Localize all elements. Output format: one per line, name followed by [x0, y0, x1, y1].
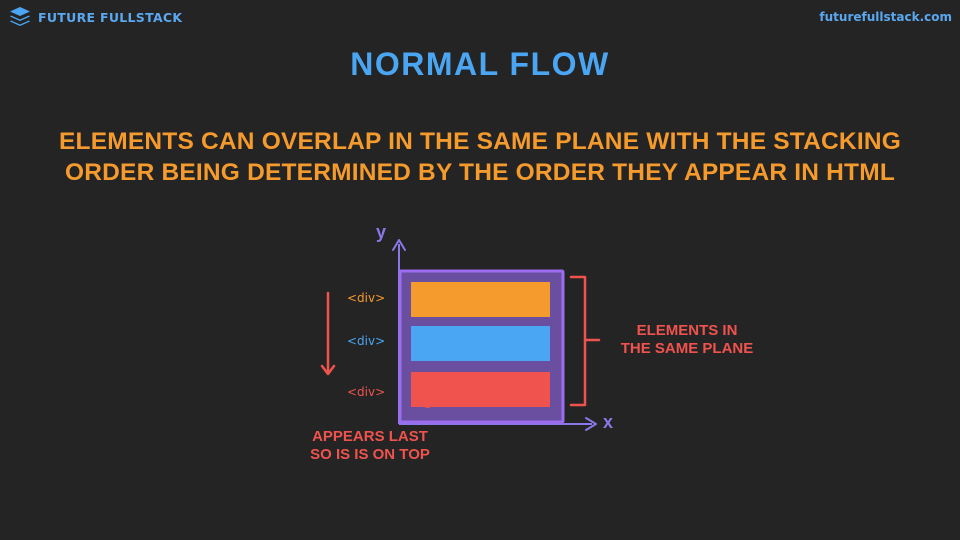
site-url[interactable]: futurefullstack.com [819, 10, 952, 24]
blue-div-box [411, 326, 550, 361]
subtitle-line-1: ELEMENTS CAN OVERLAP IN THE SAME PLANE W… [59, 128, 901, 155]
plane-note-line-1: ELEMENTS IN [636, 322, 738, 339]
order-arrow [320, 291, 336, 376]
x-axis [399, 417, 597, 431]
brand-name: FUTURE FULLSTACK [38, 9, 183, 25]
subtitle-line-2: ORDER BEING DETERMINED BY THE ORDER THEY… [64, 159, 895, 186]
brand[interactable]: FUTURE FULLSTACK [8, 6, 182, 28]
last-note: APPEARS LAST SO IS IS ON TOP [300, 428, 440, 464]
orange-div-box [411, 282, 550, 317]
plane-note: ELEMENTS IN THE SAME PLANE [607, 322, 767, 358]
slide-subtitle: ELEMENTS CAN OVERLAP IN THE SAME PLANE W… [40, 126, 920, 188]
last-note-line-2: SO IS IS ON TOP [310, 446, 430, 463]
x-axis-label: x [603, 412, 614, 432]
div-tag-orange: <div> [347, 291, 386, 305]
last-note-pointer [422, 401, 433, 408]
red-div-box [411, 372, 550, 407]
last-note-line-1: APPEARS LAST [312, 428, 428, 445]
y-axis-label: y [376, 222, 387, 242]
plane-bracket [569, 275, 587, 407]
div-tag-blue: <div> [347, 334, 386, 348]
plane-note-line-2: THE SAME PLANE [620, 340, 754, 357]
div-tag-red: <div> [347, 385, 386, 399]
slide-title: NORMAL FLOW [350, 46, 610, 82]
stacked-layers-icon [8, 6, 32, 28]
